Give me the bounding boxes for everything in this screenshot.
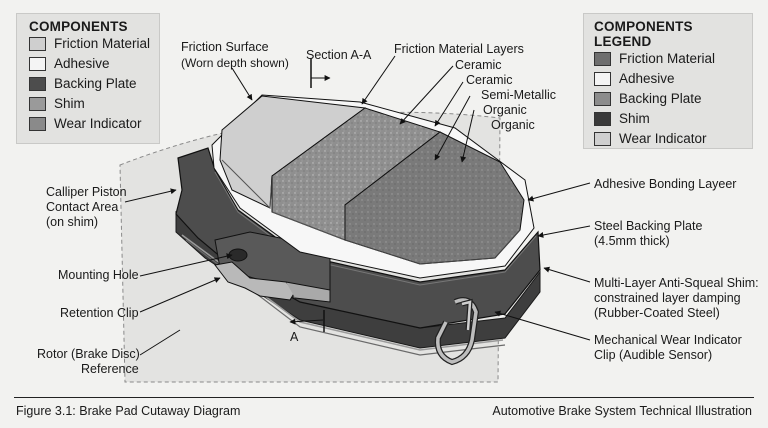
callout-text: (4.5mm thick): [594, 234, 670, 248]
callout-text: Retention Clip: [60, 306, 139, 320]
leader-lines: [124, 55, 591, 356]
callout-text: (on shim): [46, 215, 99, 229]
callout-friction-layers: Friction Material Layers: [394, 42, 524, 57]
legend-item-adhesive: Adhesive: [594, 69, 752, 89]
callout-text: Organic: [491, 118, 535, 132]
legend-label: Friction Material: [619, 51, 716, 66]
callout-text: Rotor (Brake Disc): [37, 347, 140, 361]
callout-layer-ceramic-1: Ceramic: [455, 58, 502, 73]
legend-label: Backing Plate: [54, 76, 137, 91]
legend-swatch: [594, 52, 611, 66]
retention-clip: [214, 261, 331, 303]
callout-text: Semi-Metallic: [481, 88, 557, 102]
section-a-a-marker: [289, 58, 331, 332]
legend-label: Shim: [619, 111, 650, 126]
callout-text: (Worn depth shown): [181, 56, 289, 70]
callout-rotor: Rotor (Brake Disc) Reference: [37, 347, 140, 377]
callout-text: Adhesive Bonding Layeer: [594, 177, 737, 191]
callout-text: Ceramic: [466, 73, 513, 87]
components-legend: COMPONENTS Friction Material Adhesive Ba…: [16, 13, 160, 144]
legend-swatch: [29, 77, 46, 91]
legend-item-backing-plate: Backing Plate: [594, 89, 752, 109]
callout-retention-clip: Retention Clip: [60, 306, 139, 321]
legend-item-friction-material: Friction Material: [29, 34, 159, 54]
callout-adhesive-layer: Adhesive Bonding Layeer: [594, 177, 736, 192]
legend-label: Backing Plate: [619, 91, 702, 106]
legend-swatch: [594, 92, 611, 106]
callout-text: Organic: [483, 103, 527, 117]
callout-section-a: A: [290, 330, 298, 345]
callout-text: Contact Area: [46, 200, 119, 214]
legend-swatch: [29, 117, 46, 131]
callout-text: Calliper Piston: [46, 185, 127, 199]
figure-caption: Figure 3.1: Brake Pad Cutaway Diagram: [16, 404, 241, 418]
callout-friction-surface: Friction Surface: [181, 40, 269, 55]
legend-title: COMPONENTS LEGEND: [594, 19, 693, 49]
legend-swatch: [594, 72, 611, 86]
legend-label: Shim: [54, 96, 85, 111]
callout-caliper-piston: Calliper Piston Contact Area (on shim): [46, 185, 127, 230]
callout-anti-squeal-shim: Multi-Layer Anti-Squeal Shim: constraine…: [594, 276, 759, 321]
callout-text: Steel Backing Plate: [594, 219, 703, 233]
legend-swatch: [29, 97, 46, 111]
callout-text: Multi-Layer Anti-Squeal Shim:: [594, 276, 759, 290]
legend-item-adhesive: Adhesive: [29, 54, 159, 74]
callout-layer-organic-1: Organic: [483, 103, 527, 118]
legend-title: COMPONENTS: [29, 19, 128, 34]
friction-material: [219, 95, 525, 265]
legend-item-shim: Shim: [594, 109, 752, 129]
legend-label: Adhesive: [54, 56, 110, 71]
figure-source: Automotive Brake System Technical Illust…: [492, 404, 752, 418]
legend-swatch: [594, 132, 611, 146]
legend-item-backing-plate: Backing Plate: [29, 74, 159, 94]
legend-item-wear-indicator: Wear Indicator: [29, 114, 159, 134]
legend-swatch: [594, 112, 611, 126]
callout-text: (Rubber-Coated Steel): [594, 306, 720, 320]
legend-item-wear-indicator: Wear Indicator: [594, 129, 752, 149]
legend-label: Wear Indicator: [54, 116, 142, 131]
callout-text: Section A-A: [306, 48, 372, 62]
legend-swatch: [29, 37, 46, 51]
callout-text: Clip (Audible Sensor): [594, 348, 713, 362]
callout-text: A: [290, 330, 299, 344]
components-legend-right: COMPONENTS LEGEND Friction Material Adhe…: [583, 13, 753, 149]
callout-mounting-hole: Mounting Hole: [58, 268, 139, 283]
callout-text: constrained layer damping: [594, 291, 741, 305]
wear-indicator-clip: [434, 297, 480, 366]
callout-text: Reference: [81, 362, 139, 376]
callout-text: Friction Surface: [181, 40, 269, 54]
callout-friction-surface-note: (Worn depth shown): [181, 56, 289, 70]
legend-label: Adhesive: [619, 71, 675, 86]
callout-section-aa: Section A-A: [306, 48, 371, 63]
legend-label: Wear Indicator: [619, 131, 707, 146]
legend-label: Friction Material: [54, 36, 151, 51]
callout-layer-organic-2: Organic: [491, 118, 535, 133]
footer-divider: [14, 397, 754, 398]
legend-swatch: [29, 57, 46, 71]
callout-text: Mechanical Wear Indicator: [594, 333, 742, 347]
callout-wear-indicator: Mechanical Wear Indicator Clip (Audible …: [594, 333, 742, 363]
legend-item-friction-material: Friction Material: [594, 49, 752, 69]
callout-layer-ceramic-2: Ceramic: [466, 73, 513, 88]
callout-text: Mounting Hole: [58, 268, 139, 282]
legend-item-shim: Shim: [29, 94, 159, 114]
callout-text: Friction Material Layers: [394, 42, 524, 56]
callout-steel-backing-plate: Steel Backing Plate (4.5mm thick): [594, 219, 702, 249]
callout-layer-semi-metallic: Semi-Metallic: [481, 88, 556, 103]
callout-text: Ceramic: [455, 58, 502, 72]
